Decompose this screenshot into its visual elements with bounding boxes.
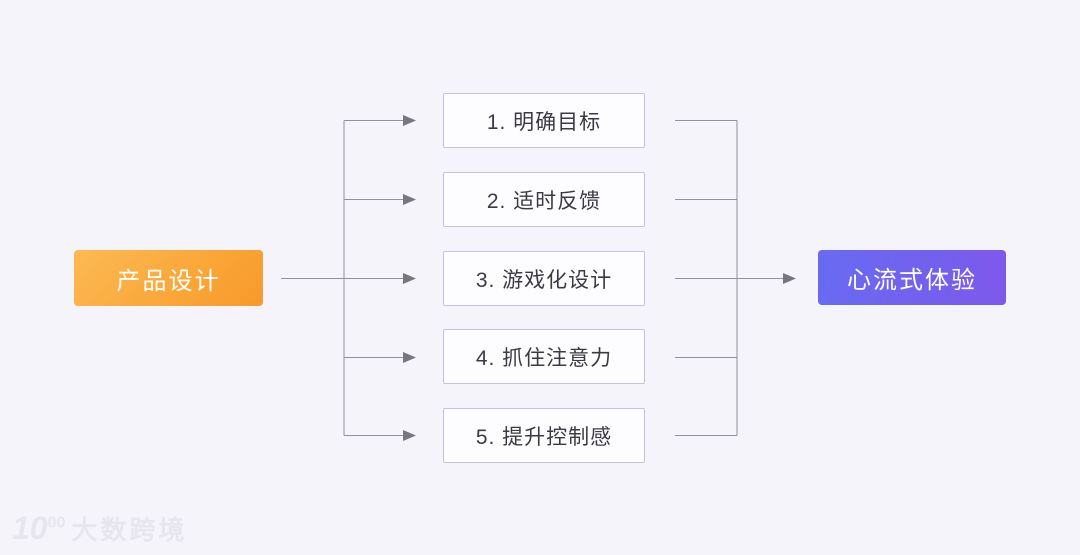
watermark-text: 大数跨境 xyxy=(71,515,188,545)
step-node-1: 1. 明确目标 xyxy=(443,93,645,148)
step-node-5: 5. 提升控制感 xyxy=(443,408,645,463)
arrowhead-icon xyxy=(403,115,416,126)
watermark: 1000 大数跨境 xyxy=(12,510,187,547)
step-label: 5. 提升控制感 xyxy=(475,425,613,449)
arrowhead-icon xyxy=(403,194,416,205)
arrowhead-icon xyxy=(403,273,416,284)
step-node-3: 3. 游戏化设计 xyxy=(443,251,645,306)
step-label: 4. 抓住注意力 xyxy=(475,346,613,370)
step-node-2: 2. 适时反馈 xyxy=(443,172,645,227)
arrowhead-icon xyxy=(403,430,416,441)
arrowhead-icon xyxy=(403,352,416,363)
target-node-label: 心流式体验 xyxy=(847,267,977,294)
source-node-label: 产品设计 xyxy=(116,267,221,295)
arrowhead-icon xyxy=(783,273,796,284)
step-label: 2. 适时反馈 xyxy=(486,189,602,213)
step-label: 1. 明确目标 xyxy=(486,110,602,134)
step-label: 3. 游戏化设计 xyxy=(475,268,613,292)
watermark-logo: 1000 xyxy=(12,510,66,546)
source-node-product-design: 产品设计 xyxy=(74,250,263,306)
step-node-4: 4. 抓住注意力 xyxy=(443,329,645,384)
target-node-flow-experience: 心流式体验 xyxy=(818,250,1006,305)
